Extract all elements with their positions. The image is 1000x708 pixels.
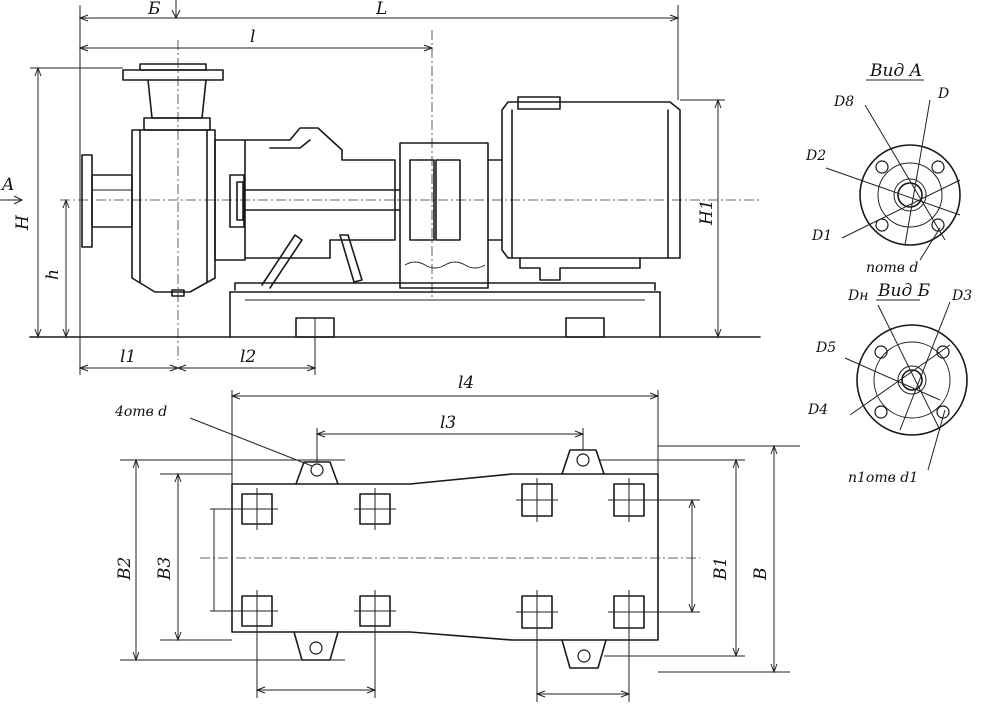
plan-view: l4 l3 4отв d B2 (114, 373, 800, 702)
view-a-flange: Вид A D8 D D2 D1 nотв d (805, 61, 961, 276)
label-H1: H1 (697, 199, 717, 226)
label-n-holes-d: nотв d (866, 260, 918, 276)
label-l: l (250, 27, 255, 47)
view-b-flange: Dн Вид Б D3 D5 D4 n1отв d1 (807, 281, 972, 486)
label-H: H (13, 214, 33, 231)
holes-leader (189, 417, 313, 467)
dim-pad-spacing (255, 626, 631, 702)
bolt-pads (236, 478, 650, 634)
label-L: L (375, 0, 387, 19)
side-view: L Б l A H h (0, 0, 761, 375)
base-frame (229, 282, 661, 338)
pump-support (261, 234, 363, 289)
dim-B1-B (600, 444, 800, 674)
label-B: B (751, 568, 771, 582)
mount-foot-bottom-left (293, 631, 339, 661)
discharge-flange (122, 63, 224, 131)
dim-H (30, 66, 123, 339)
label-D2: D2 (805, 148, 826, 164)
label-view-b-marker: Б (147, 0, 161, 19)
coupling-guard (399, 142, 503, 289)
dim-L (78, 5, 680, 375)
label-l4: l4 (458, 373, 474, 393)
base-outline (231, 473, 659, 641)
mount-foot-bottom-right (561, 639, 607, 669)
label-D4: D4 (807, 402, 828, 418)
electric-motor (501, 96, 681, 281)
view-a-title: Вид A (869, 61, 922, 81)
label-h: h (43, 269, 63, 280)
label-B1: B1 (711, 557, 731, 581)
dim-B2-B3 (120, 458, 345, 662)
inlet-flange (81, 154, 133, 248)
dim-H1 (680, 98, 725, 339)
label-Dn: Dн (847, 288, 868, 304)
label-view-a-marker: A (0, 175, 14, 195)
pump-casing (131, 129, 216, 297)
label-l3: l3 (440, 413, 456, 433)
bearing-housing (214, 127, 401, 261)
label-l1: l1 (120, 347, 136, 367)
dim-l3 (315, 428, 585, 462)
dim-l (78, 44, 434, 52)
label-B2: B2 (115, 557, 135, 581)
label-D1: D1 (811, 228, 832, 244)
label-4-holes: 4отв d (114, 404, 167, 420)
flange-a-hole (875, 160, 889, 174)
label-D8: D8 (833, 94, 854, 110)
dim-l1-l2 (78, 318, 317, 375)
view-b-title: Вид Б (877, 281, 931, 301)
mount-foot-top-right (561, 449, 605, 475)
label-D: D (937, 86, 949, 102)
label-n1-holes-d1: n1отв d1 (848, 470, 918, 486)
label-l2: l2 (240, 347, 256, 367)
mount-foot-top-left (295, 461, 339, 485)
label-B3: B3 (155, 557, 175, 581)
dim-h (62, 198, 70, 339)
label-D3: D3 (951, 288, 972, 304)
label-D5: D5 (815, 340, 836, 356)
dim-l4 (230, 390, 660, 484)
